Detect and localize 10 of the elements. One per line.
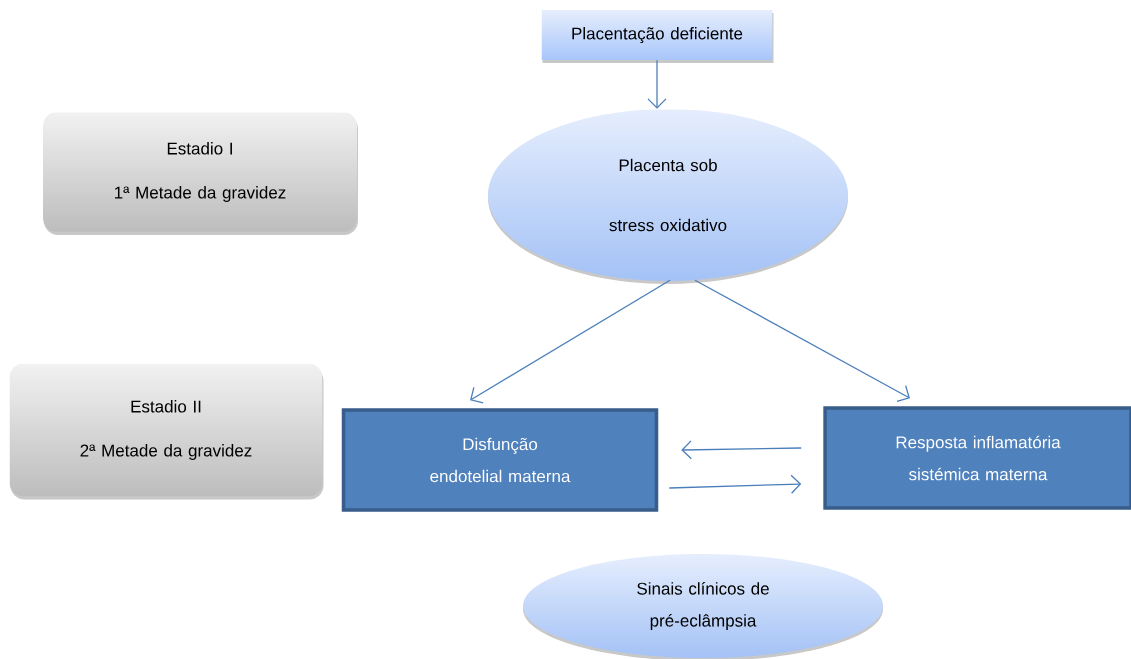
stage-box: Estadio I 1ª Metade da gravidez (43, 112, 358, 235)
arrow (694, 279, 910, 402)
process-box: Placentação deficiente (541, 10, 774, 63)
process-box: Disfunção endotelial materna (341, 408, 659, 512)
arrow (470, 279, 671, 404)
arrow (668, 474, 802, 494)
arrow (647, 59, 667, 109)
arrow (681, 440, 802, 460)
stage-box: Estadio II 2ª Metade da gravidez (9, 363, 324, 500)
process-box: Resposta inflamatória sistémica materna (823, 406, 1131, 510)
